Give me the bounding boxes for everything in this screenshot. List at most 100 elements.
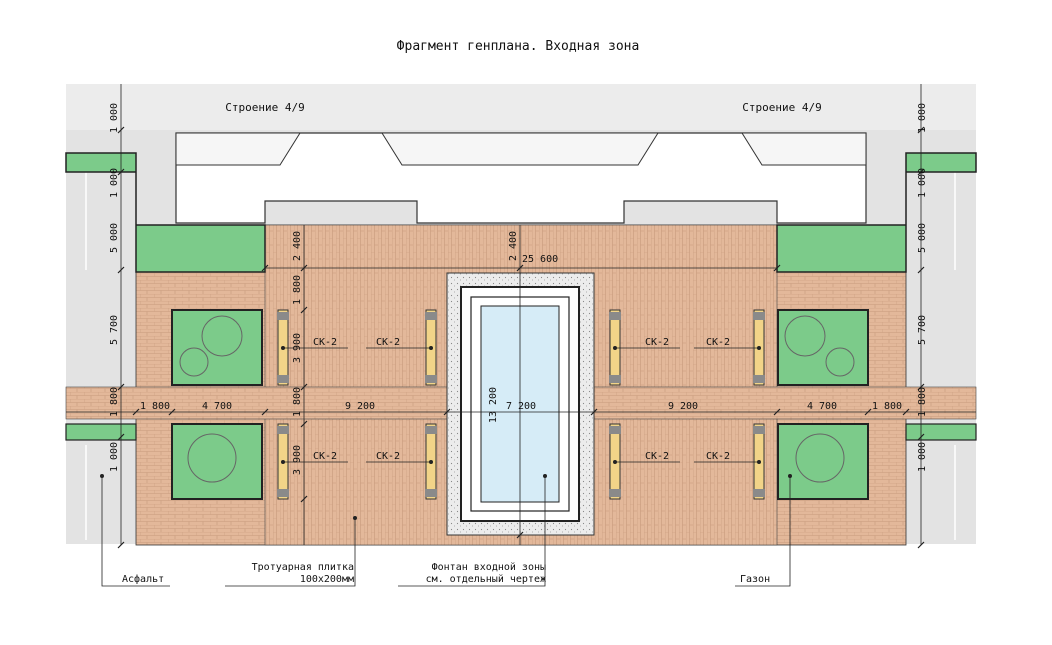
dimension-lines xyxy=(66,84,976,545)
dim-inner-bench-bottom: 3 900 xyxy=(292,445,303,475)
dim-inner-top: 2 400 xyxy=(292,231,303,261)
bench-label: СК-2 xyxy=(706,337,730,348)
dimension-tick xyxy=(443,408,451,416)
dim-h-left-inner: 4 700 xyxy=(202,401,232,412)
bench-sk2: СК-2 xyxy=(609,309,680,386)
building-label-right: Строение 4/9 xyxy=(742,101,821,114)
bench-sk2: СК-2 xyxy=(277,309,348,386)
dimension-tick xyxy=(117,433,125,441)
bench-sk2: СК-2 xyxy=(277,423,348,500)
asphalt-top-strip xyxy=(66,84,976,130)
dimension-tick xyxy=(917,266,925,274)
bench-label: СК-2 xyxy=(376,451,400,462)
dimension-tick xyxy=(917,541,925,549)
dim-v-second-left: 1 000 xyxy=(109,168,120,198)
dimension-tick xyxy=(864,408,872,416)
dim-h-mid-left: 9 200 xyxy=(345,401,375,412)
building-facade xyxy=(175,132,867,224)
dim-inner-bench-top: 3 900 xyxy=(292,333,303,363)
building-label-left: Строение 4/9 xyxy=(225,101,304,114)
dimension-tick xyxy=(168,408,176,416)
planter-top-right xyxy=(777,309,869,386)
planter-top-left xyxy=(171,309,263,386)
lawn-top-right xyxy=(776,152,977,273)
building-wing-right xyxy=(741,132,867,166)
bench-label: СК-2 xyxy=(376,337,400,348)
dimension-tick xyxy=(917,168,925,176)
dim-v-mid-left: 1 800 xyxy=(109,387,120,417)
bench-label: СК-2 xyxy=(313,337,337,348)
dim-inner-mid: 1 800 xyxy=(292,387,303,417)
dimension-tick xyxy=(261,408,269,416)
dimension-tick xyxy=(773,408,781,416)
dim-v-fourth-left: 5 700 xyxy=(109,315,120,345)
drawing-title: Фрагмент генплана. Входная зона xyxy=(397,39,640,54)
lawn-top-left xyxy=(65,152,266,273)
dim-v-top-right: 1 000 xyxy=(917,103,928,133)
lawn-strip-left xyxy=(65,423,137,441)
dimension-tick xyxy=(132,408,140,416)
dimension-tick xyxy=(117,383,125,391)
dimension-tick xyxy=(917,383,925,391)
dim-overall: 25 600 xyxy=(522,254,558,265)
dimension-tick xyxy=(300,383,308,391)
dim-h-mid-right: 9 200 xyxy=(668,401,698,412)
dim-h-center: 7 200 xyxy=(506,401,536,412)
callout-fountain-line2: см. отдельный чертеж xyxy=(426,573,546,585)
dimension-ticks xyxy=(117,126,925,549)
dimension-tick xyxy=(300,495,308,503)
dimension-tick xyxy=(902,408,910,416)
planter-bottom-right xyxy=(777,423,869,500)
callout-fountain-line1: Фонтан входной зоны xyxy=(432,561,546,573)
dim-v-second-right: 1 000 xyxy=(917,168,928,198)
dim-v-fourth-right: 5 700 xyxy=(917,315,928,345)
bench-sk2: СК-2 xyxy=(366,423,437,500)
dimension-tick xyxy=(917,126,925,134)
dimension-tick xyxy=(261,264,269,272)
dimension-tick xyxy=(917,433,925,441)
bench-label: СК-2 xyxy=(645,451,669,462)
dim-inner-second: 1 800 xyxy=(292,275,303,305)
dim-h-right-outer: 1 800 xyxy=(872,401,902,412)
dimension-tick xyxy=(773,264,781,272)
callout-paving-line2: 100х200мм xyxy=(300,574,354,585)
dimension-tick xyxy=(117,126,125,134)
dimension-tick xyxy=(516,264,524,272)
dimension-tick xyxy=(117,541,125,549)
callout-asphalt: Асфальт xyxy=(122,573,164,585)
dim-v-mid-right: 1 800 xyxy=(917,387,928,417)
building-wing-center xyxy=(381,132,659,166)
bench-sk2: СК-2 xyxy=(694,423,765,500)
dim-h-right-inner: 4 700 xyxy=(807,401,837,412)
dim-center-fountain: 13 200 xyxy=(488,387,499,423)
building-wing-left xyxy=(175,132,301,166)
dimension-tick xyxy=(300,306,308,314)
dim-v-third-right: 5 000 xyxy=(917,223,928,253)
bench-label: СК-2 xyxy=(706,451,730,462)
dim-h-left-outer: 1 800 xyxy=(140,401,170,412)
lawn-strip-right xyxy=(905,423,977,441)
dimension-tick xyxy=(300,264,308,272)
callout-paving-line1: Тротуарная плитка xyxy=(252,562,354,573)
dim-v-third-left: 5 000 xyxy=(109,223,120,253)
dim-v-bottom-left: 1 000 xyxy=(109,442,120,472)
dim-center-top: 2 400 xyxy=(508,231,519,261)
bench-label: СК-2 xyxy=(645,337,669,348)
bench-label: СК-2 xyxy=(313,451,337,462)
dimension-tick xyxy=(516,531,524,539)
bench-sk2: СК-2 xyxy=(366,309,437,386)
callout-dots xyxy=(100,474,792,520)
bench-sk2: СК-2 xyxy=(609,423,680,500)
callout-lawn: Газон xyxy=(740,574,770,585)
callout-leaders xyxy=(101,476,791,587)
dimension-tick xyxy=(590,408,598,416)
dim-v-top-left: 1 000 xyxy=(109,103,120,133)
planter-bottom-left xyxy=(171,423,263,500)
dimension-tick xyxy=(300,420,308,428)
road-markings xyxy=(85,172,956,540)
dimension-tick xyxy=(117,168,125,176)
dim-v-bottom-right: 1 000 xyxy=(917,442,928,472)
